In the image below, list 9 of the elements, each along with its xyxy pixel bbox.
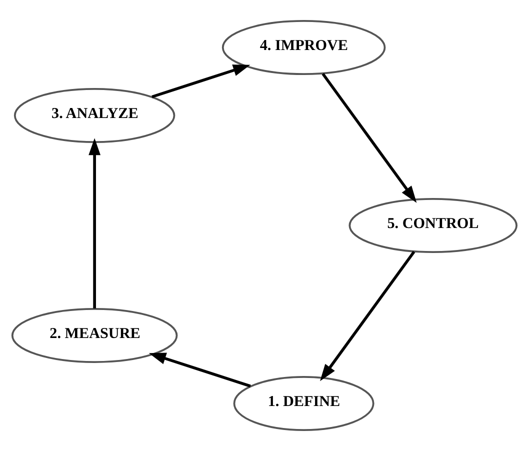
arrow [148,352,251,388]
arrow [322,72,417,203]
node-ellipse: 2. MEASURE [11,308,178,363]
arrow [152,64,250,98]
node-ellipse: 1. DEFINE [233,376,374,431]
node-ellipse: 5. CONTROL [348,198,518,253]
arrow [320,250,416,382]
node-ellipse: 3. ANALYZE [14,88,176,143]
arrow [88,138,101,309]
